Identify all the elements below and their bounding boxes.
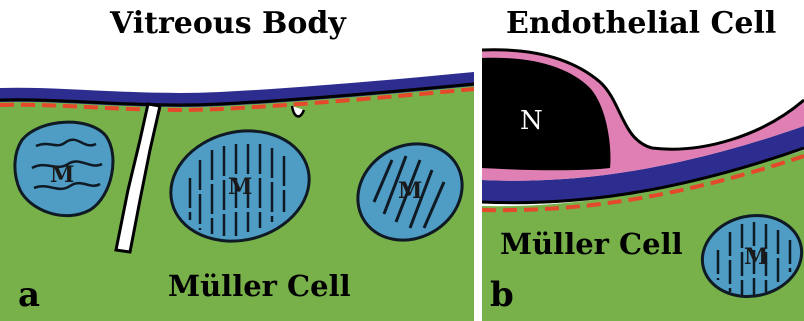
panel-a-letter: a <box>18 278 40 312</box>
mitochondrion-b-label: M <box>744 246 768 268</box>
panel-b-letter: b <box>490 278 514 312</box>
nucleus-label: N <box>520 108 543 134</box>
mitochondrion-1-label: M <box>50 164 74 186</box>
mitochondrion-2-label: M <box>228 176 252 198</box>
panel-b: Endothelial Cell N M Müller Cell b <box>482 0 804 321</box>
panel-a: Vitreous Body M M M Müller Cell a <box>0 0 474 321</box>
panel-a-region-label: Müller Cell <box>168 272 351 301</box>
panel-b-illustration <box>482 0 804 321</box>
mitochondrion-3-label: M <box>398 180 422 202</box>
panel-b-title: Endothelial Cell <box>506 9 776 39</box>
panel-b-region-label: Müller Cell <box>500 230 683 259</box>
panel-a-title: Vitreous Body <box>110 9 346 39</box>
